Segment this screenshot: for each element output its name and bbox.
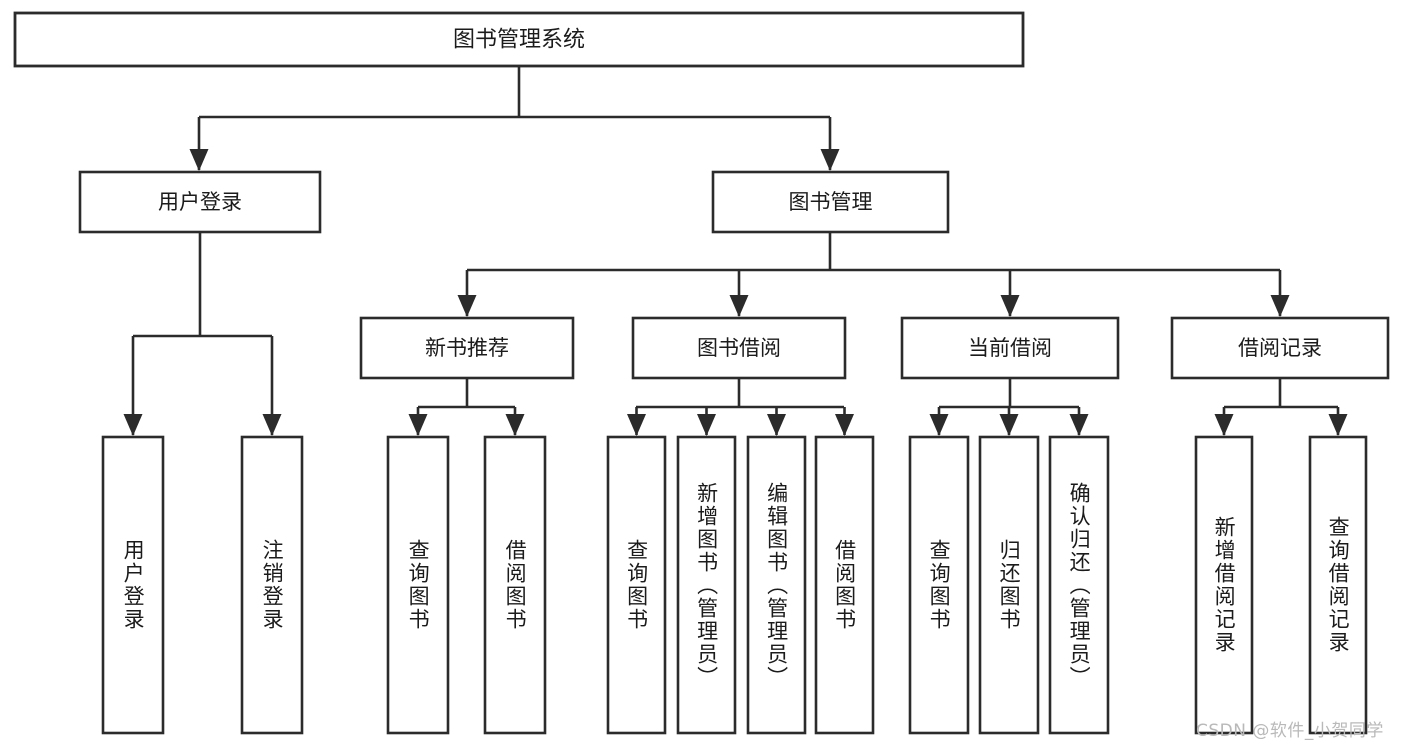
level3-node-label: 图书借阅: [697, 336, 781, 360]
arrow-head-icon: [1069, 414, 1089, 436]
level2-node-1[interactable]: [711, 170, 950, 234]
level2-node-label: 图书管理: [789, 190, 873, 214]
level3-node-0[interactable]: [359, 316, 575, 380]
leaf-node-9[interactable]: [978, 435, 1040, 735]
level3-node-1[interactable]: [631, 316, 847, 380]
leaf-node-rect[interactable]: [240, 435, 304, 735]
leaf-node-rect[interactable]: [746, 435, 807, 735]
leaf-node-rect[interactable]: [606, 435, 667, 735]
arrow-head-icon: [929, 414, 949, 436]
arrow-head-icon: [408, 414, 428, 436]
leaf-node-rect[interactable]: [978, 435, 1040, 735]
leaf-node-4[interactable]: [606, 435, 667, 735]
connector-layer: [123, 66, 1348, 436]
arrow-head-icon: [505, 414, 525, 436]
leaf-node-5[interactable]: [676, 435, 737, 735]
leaf-node-rect[interactable]: [676, 435, 737, 735]
arrow-head-icon: [767, 414, 786, 436]
level2-node-rect[interactable]: [78, 170, 322, 234]
level3-node-label: 新书推荐: [425, 336, 509, 360]
leaf-node-0[interactable]: [101, 435, 165, 735]
leaf-node-rect[interactable]: [483, 435, 547, 735]
leaf-node-2[interactable]: [386, 435, 450, 735]
arrow-head-icon: [1328, 414, 1348, 436]
level3-node-rect[interactable]: [359, 316, 575, 380]
arrow-head-icon: [697, 414, 716, 436]
csdn-watermark: CSDN @软件_小贺同学: [1196, 721, 1384, 741]
arrow-head-icon: [1214, 414, 1234, 436]
leaf-node-rect[interactable]: [101, 435, 165, 735]
leaf-node-6[interactable]: [746, 435, 807, 735]
level3-node-3[interactable]: [1170, 316, 1390, 380]
leaf-node-rect[interactable]: [814, 435, 875, 735]
leaf-node-rect[interactable]: [1194, 435, 1254, 735]
leaf-node-11[interactable]: [1194, 435, 1254, 735]
leaf-node-10[interactable]: [1048, 435, 1110, 735]
root-node[interactable]: [13, 11, 1025, 68]
arrow-head-icon: [123, 414, 143, 436]
level3-node-label: 借阅记录: [1238, 336, 1322, 360]
level3-node-rect[interactable]: [1170, 316, 1390, 380]
level2-node-0[interactable]: [78, 170, 322, 234]
root-node-label: 图书管理系统: [453, 28, 585, 53]
arrow-head-icon: [189, 149, 209, 171]
arrow-head-icon: [835, 414, 854, 436]
level2-node-rect[interactable]: [711, 170, 950, 234]
arrow-head-icon: [627, 414, 646, 436]
level3-node-2[interactable]: [900, 316, 1120, 380]
level3-node-rect[interactable]: [900, 316, 1120, 380]
arrow-head-icon: [457, 295, 477, 317]
leaf-node-rect[interactable]: [1308, 435, 1368, 735]
leaf-node-rect[interactable]: [908, 435, 970, 735]
level2-node-label: 用户登录: [158, 190, 242, 214]
arrow-head-icon: [262, 414, 282, 436]
level3-node-label: 当前借阅: [968, 336, 1052, 360]
leaf-node-8[interactable]: [908, 435, 970, 735]
level3-node-rect[interactable]: [631, 316, 847, 380]
arrow-head-icon: [820, 149, 840, 171]
root-node-rect[interactable]: [13, 11, 1025, 68]
leaf-node-rect[interactable]: [1048, 435, 1110, 735]
leaf-node-1[interactable]: [240, 435, 304, 735]
leaf-node-3[interactable]: [483, 435, 547, 735]
leaf-node-12[interactable]: [1308, 435, 1368, 735]
arrow-head-icon: [999, 414, 1019, 436]
arrow-head-icon: [729, 295, 749, 317]
arrow-head-icon: [1000, 295, 1020, 317]
leaf-node-rect[interactable]: [386, 435, 450, 735]
leaf-node-7[interactable]: [814, 435, 875, 735]
box-layer: [13, 11, 1390, 735]
arrow-head-icon: [1270, 295, 1290, 317]
